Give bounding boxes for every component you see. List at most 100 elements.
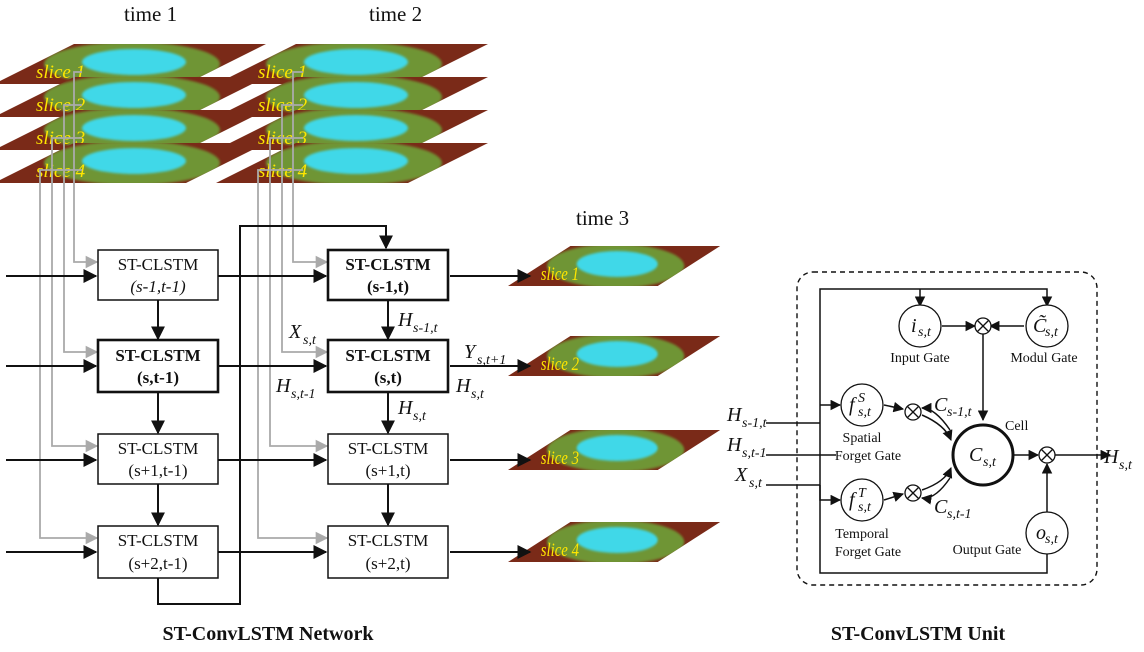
cell-label: Cell [1005,419,1028,434]
cell-box-col2-row2: ST-CLSTM (s,t) [326,338,450,394]
svg-text:C: C [934,496,948,518]
unit-caption: ST-ConvLSTM Unit [831,623,1006,645]
input-gate-symbol: i s,t [911,315,932,340]
svg-text:s,t: s,t [471,387,485,402]
modul-gate-symbol: C̃ s,t [1033,314,1059,340]
c-prev-space-label: C s-1,t [934,394,973,420]
svg-text:C̃: C̃ [1033,314,1047,337]
slice-image: slice 2 [216,77,488,117]
slice-label: slice 4 [541,539,580,560]
cell-sub: (s,t-1) [137,368,179,387]
svg-text:s,t: s,t [1045,532,1059,547]
cell-box-col1-row2: ST-CLSTM (s,t-1) [96,338,220,394]
cell-title: ST-CLSTM [118,439,199,458]
slice-image: slice 1 [0,44,266,84]
label-h-st-down: H s,t [397,397,427,424]
modul-gate-node [1025,304,1069,348]
c-prev-time-label: C s,t-1 [934,496,972,522]
svg-text:s,t: s,t [918,325,932,340]
svg-text:s,t-1: s,t-1 [947,507,972,522]
slice-image: slice 4 [216,143,488,183]
slice-image: slice 4 [0,143,266,183]
svg-text:s,t-1: s,t-1 [742,446,767,461]
svg-text:o: o [1036,522,1046,544]
svg-text:H: H [275,375,292,397]
svg-text:f: f [849,394,857,416]
label-x-st: X s,t [288,321,317,348]
svg-text:X: X [734,464,748,486]
svg-text:s,t: s,t [983,455,997,470]
unit-input-x-s-t: X s,t [734,464,763,491]
slice-label: slice 1 [541,263,579,284]
slice-image: slice 2 [508,336,721,376]
cell-title: ST-CLSTM [345,346,430,365]
slice-input-lines [39,71,329,545]
slice-label: slice 3 [541,447,579,468]
cell-box-col1-row4: ST-CLSTM (s+2,t-1) [97,525,219,579]
svg-text:H: H [397,309,414,331]
unit-diagram: i s,t C̃ s,t f S s,t f T s,t C s,t o s,t… [726,271,1133,586]
svg-text:C: C [969,444,983,466]
svg-text:s,t+1: s,t+1 [477,353,506,368]
cell-sub: (s,t) [374,368,402,387]
cell-sub: (s+2,t) [366,554,411,573]
cell-sub: (s+1,t) [366,461,411,480]
cell-node [951,423,1015,487]
output-gate-symbol: o s,t [1036,522,1059,547]
temporal-gate-label-2: Forget Gate [835,545,901,560]
svg-text:s-1,t: s-1,t [413,321,439,336]
svg-text:f: f [849,489,857,511]
cell-title: ST-CLSTM [115,346,200,365]
cell-box-col2-row4: ST-CLSTM (s+2,t) [327,525,449,579]
temporal-gate-symbol: f T s,t [849,486,872,515]
cell-sub: (s-1,t) [367,277,409,296]
svg-text:H: H [726,404,743,426]
svg-text:X: X [288,321,302,343]
multiply-icon [904,403,922,421]
unit-dashed-border [796,271,1098,586]
cell-sub: (s+2,t-1) [128,554,187,573]
modul-gate-label: Modul Gate [1010,351,1077,366]
multiply-icon [974,317,992,335]
cell-box-col2-row1: ST-CLSTM (s-1,t) [326,248,450,302]
svg-text:s,t: s,t [1045,325,1059,340]
svg-text:s-1,t: s-1,t [947,405,973,420]
time-label-1: time 1 [124,2,177,26]
multiply-icon [904,484,922,502]
svg-text:s,t-1: s,t-1 [291,387,316,402]
label-h-s-1-t: H s-1,t [397,309,439,336]
svg-text:H: H [455,375,472,397]
multiply-icon [1038,446,1056,464]
spatial-gate-label-2: Forget Gate [835,449,901,464]
time-label-3: time 3 [576,206,629,230]
time-label-2: time 2 [369,2,422,26]
network-flow-arrows [6,225,532,605]
svg-text:C: C [934,394,948,416]
slice-image: slice 1 [216,44,488,84]
cell-title: ST-CLSTM [345,255,430,274]
input-gate-node [898,304,942,348]
svg-text:s,t: s,t [1119,458,1133,473]
slice-label: slice 2 [541,353,580,374]
label-h-s-t-1: H s,t-1 [275,375,316,402]
label-y-s-t1: Y s,t+1 [464,341,506,368]
cell-sub: (s+1,t-1) [128,461,187,480]
svg-text:T: T [858,486,867,501]
cell-sub: (s-1,t-1) [130,277,186,296]
cell-title: ST-CLSTM [118,531,199,550]
unit-input-h-s-t-1: H s,t-1 [726,434,767,461]
cell-title: ST-CLSTM [348,439,429,458]
output-gate-label: Output Gate [953,543,1022,558]
input-gate-label: Input Gate [890,351,949,366]
svg-text:S: S [858,391,865,406]
slice-image: slice 4 [508,522,721,562]
cell-title: ST-CLSTM [348,531,429,550]
cell-symbol: C s,t [969,444,997,470]
temporal-gate-node [840,478,884,522]
slice-image: slice 3 [0,110,266,150]
slice-label: slice 4 [36,161,86,182]
svg-text:s-1,t: s-1,t [742,416,768,431]
unit-output-h-s-t: H s,t [1103,446,1133,473]
